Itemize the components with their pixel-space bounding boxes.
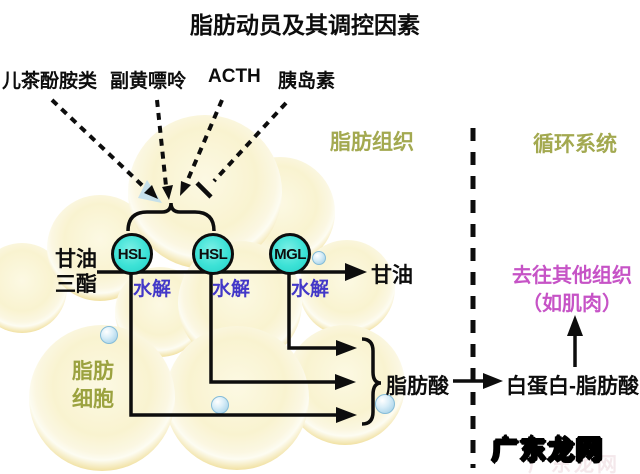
triglyceride-line2: 三酯	[55, 273, 97, 296]
regulator-inhibitor-insulin	[195, 101, 288, 199]
regulator-arrow-catecholamines	[50, 98, 158, 199]
product-label-fatty-acid: 脂肪酸	[386, 375, 449, 398]
enzyme-label: MGL	[274, 245, 306, 263]
hydrolysis-label-1: 水解	[133, 279, 172, 300]
destination-line1: 去往其他组织	[512, 265, 632, 287]
albumin-to-other-tissue-arrow	[567, 315, 583, 367]
elbow-arrow-hsl2-to-fatty-acid	[209, 274, 356, 390]
regulator-label-catecholamines: 儿茶酚胺类	[2, 71, 98, 92]
enzyme-label: HSL	[198, 245, 228, 263]
substrate-label-triglyceride: 甘油 三酯	[55, 247, 97, 297]
lipid-bubble	[375, 394, 395, 414]
watermark-ghost: 广东龙网	[528, 454, 620, 474]
hydrolysis-label-2: 水解	[212, 279, 251, 300]
regulator-arrow-paraxanthine	[155, 99, 173, 200]
destination-label-other-tissue: 去往其他组织 （如肌肉）	[506, 262, 638, 318]
watermark: 广东龙网	[491, 434, 605, 466]
fatty-acid-brace	[361, 337, 382, 426]
region-label-circulatory-system: 循环系统	[533, 133, 617, 156]
regulator-label-paraxanthine: 副黄嘌呤	[110, 71, 187, 92]
region-label-adipose-tissue: 脂肪组织	[330, 131, 414, 154]
page-title: 脂肪动员及其调控因素	[190, 12, 420, 38]
regulator-label-insulin: 胰岛素	[278, 71, 336, 92]
product-label-glycerol: 甘油	[371, 264, 413, 287]
hydrolysis-label-3: 水解	[291, 279, 330, 300]
enzyme-badge-mgl: MGL	[269, 233, 311, 275]
enzyme-badge-hsl-2: HSL	[192, 233, 234, 275]
fatty-acid-to-albumin-arrow	[453, 373, 503, 389]
elbow-arrow-mgl-to-fatty-acid	[287, 274, 357, 356]
triglyceride-line1: 甘油	[55, 248, 97, 271]
enzyme-label: HSL	[117, 245, 147, 263]
elbow-arrow-hsl1-to-fatty-acid	[129, 274, 357, 423]
regulators-brace	[126, 202, 216, 232]
regulator-label-acth: ACTH	[208, 66, 261, 87]
product-label-albumin-fatty-acid: 白蛋白-脂肪酸	[506, 375, 639, 398]
destination-line2: （如肌肉）	[522, 293, 622, 315]
fat-cell-line2: 细胞	[72, 388, 114, 411]
lipid-bubble	[312, 251, 326, 265]
fat-cell-line1: 脂肪	[72, 360, 114, 383]
fat-cell-circle	[29, 325, 175, 471]
lipid-bubble	[100, 326, 118, 344]
enzyme-badge-hsl-1: HSL	[111, 233, 153, 275]
regulator-arrow-acth	[180, 99, 224, 196]
fat-cell-circle	[165, 326, 309, 470]
fat-cell-label: 脂肪 细胞	[62, 358, 124, 414]
